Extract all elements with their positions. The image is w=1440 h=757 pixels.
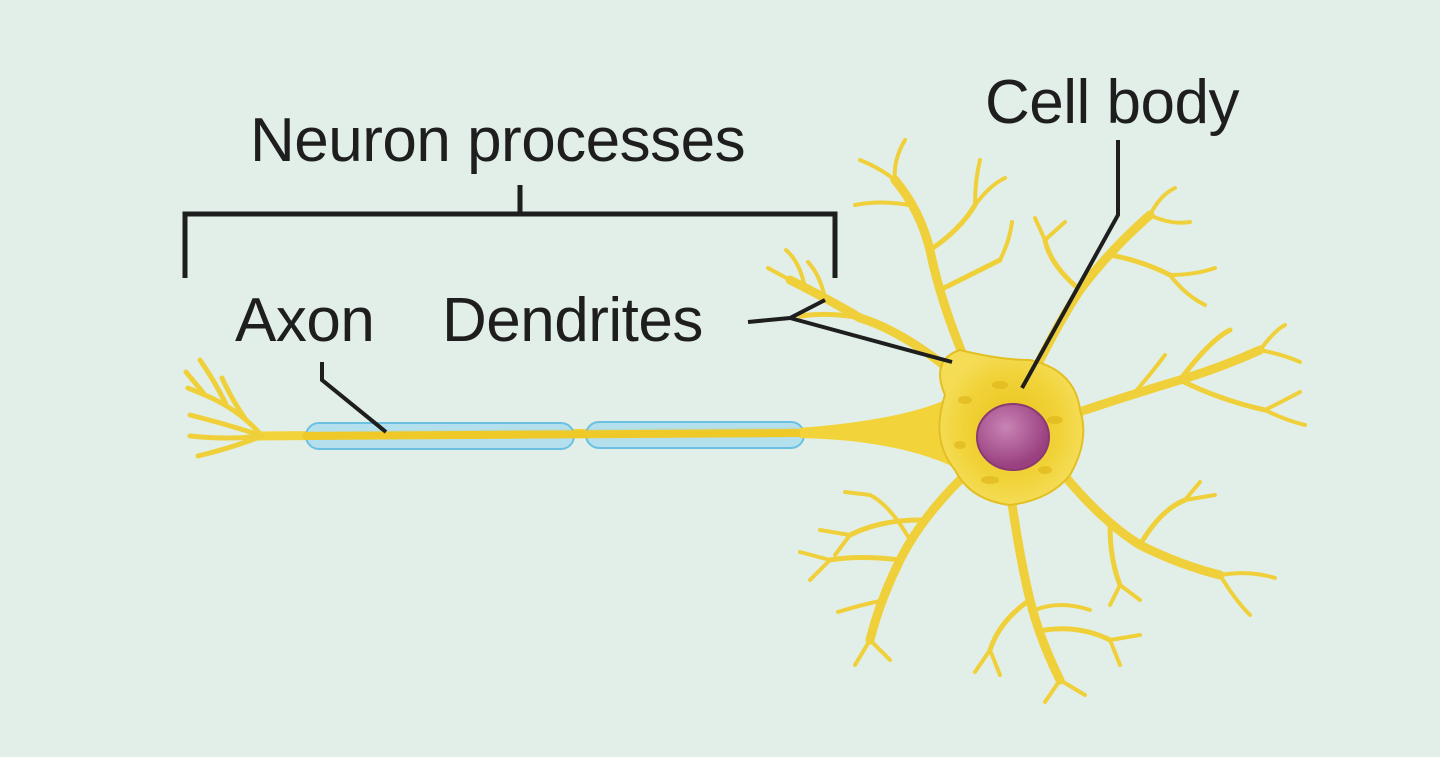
- axon-leader-line: [320, 362, 388, 434]
- axon-hillock: [800, 400, 960, 470]
- axon-terminals: [183, 357, 265, 459]
- dendrites-label: Dendrites: [442, 286, 703, 355]
- nucleus: [976, 403, 1050, 471]
- myelin-sheath: [302, 421, 808, 450]
- neuron-processes-bracket: [182, 185, 838, 278]
- cell-body-label: Cell body: [985, 68, 1239, 137]
- cell-body-leader-line: [1020, 140, 1120, 389]
- dendrites-leader-line: [747, 298, 953, 364]
- axon-label: Axon: [235, 286, 375, 355]
- neuron-processes-label: Neuron processes: [250, 106, 746, 175]
